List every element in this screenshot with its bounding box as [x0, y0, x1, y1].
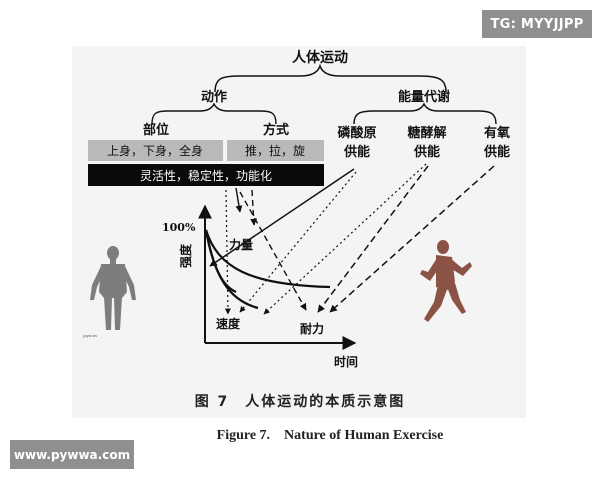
arrow-qualities-down — [250, 189, 258, 226]
figure-panel — [72, 46, 526, 418]
endurance-label: 耐力 — [300, 321, 324, 336]
energy-glycolytic-line2: 供能 — [413, 144, 440, 160]
figure-signature: jaynow — [82, 333, 98, 338]
energy-phosphagen-line1: 磷酸原 — [337, 125, 376, 141]
watermark-top: TG: MYYJJPP — [482, 10, 592, 38]
method-values-text: 推，拉，旋 — [245, 143, 305, 158]
arrow-phosphagen-to-strength — [209, 168, 355, 267]
action-part-label: 部位 — [143, 122, 169, 138]
qualities-bar — [88, 164, 324, 186]
arrow-aerobic-to-endurance — [329, 165, 495, 313]
branch-energy-label: 能量代谢 — [398, 89, 450, 105]
branch-action-label: 动作 — [201, 89, 227, 105]
energy-aerobic-line1: 有氧 — [484, 125, 510, 141]
root-title: 人体运动 — [292, 49, 348, 66]
running-body-figure — [420, 240, 472, 322]
arrow-phosphagen-to-speed — [239, 171, 357, 313]
root-brace — [214, 63, 447, 93]
action-method-label: 方式 — [263, 122, 289, 138]
arrow-glycolytic-to-endurance — [317, 165, 429, 313]
standing-body-figure — [90, 246, 136, 330]
y-axis-label: 强度 — [178, 243, 193, 268]
part-values-text: 上身，下身，全身 — [107, 143, 203, 158]
qualities-text: 灵活性，稳定性，功能化 — [140, 168, 272, 183]
watermark-bottom: www.pywwa.com — [10, 440, 134, 469]
arrow-part-to-strength — [235, 187, 243, 213]
caption-chinese: 图 7 人体运动的本质示意图 — [194, 394, 406, 410]
part-values-box — [88, 140, 223, 161]
method-values-box — [227, 140, 324, 161]
speed-label: 速度 — [216, 316, 241, 331]
endurance-curve — [204, 229, 331, 289]
x-axis-label: 时间 — [334, 354, 358, 369]
energy-phosphagen-line2: 供能 — [343, 144, 370, 160]
arrow-glycolytic-to-speed — [263, 163, 427, 315]
caption-english: Figure 7. Nature of Human Exercise — [216, 428, 444, 443]
arrow-method-to-speed — [224, 189, 231, 315]
arrow-method-to-endurance — [239, 191, 307, 311]
action-brace — [151, 102, 277, 125]
energy-aerobic-line2: 供能 — [483, 144, 510, 160]
energy-brace — [353, 102, 497, 125]
y-max-label: 100% — [162, 221, 196, 234]
energy-glycolytic-line1: 糖酵解 — [407, 125, 446, 141]
speed-curve — [204, 229, 259, 310]
